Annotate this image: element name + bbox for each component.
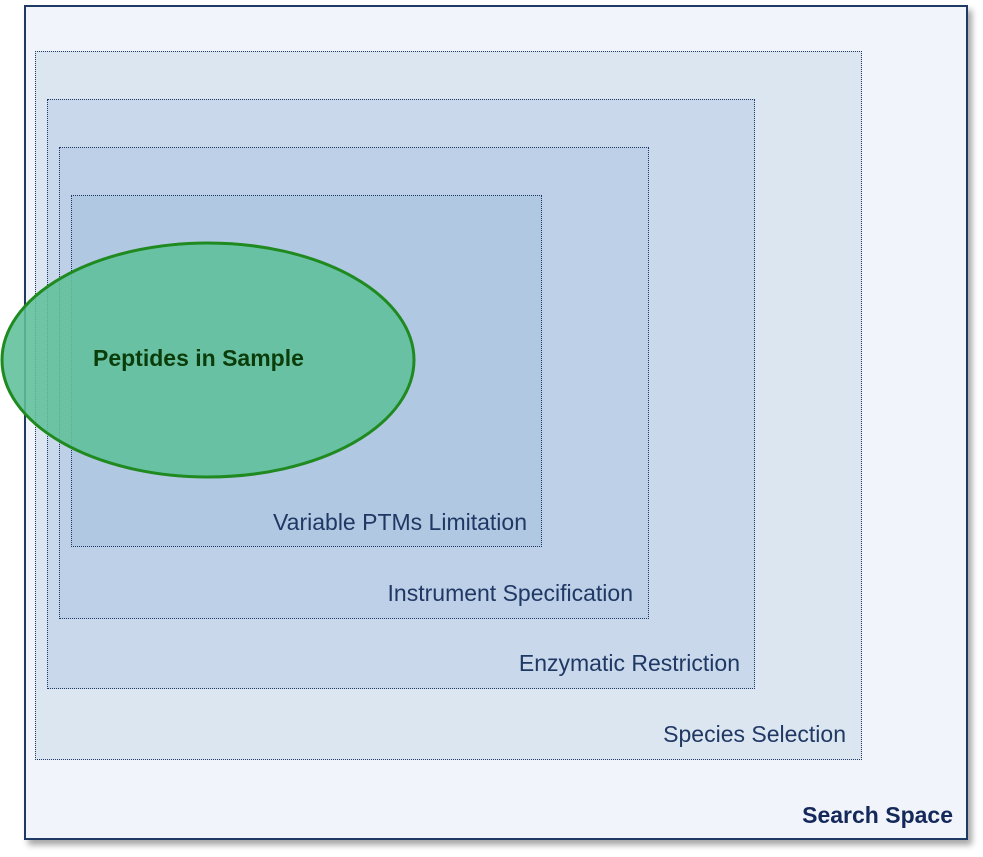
variable-ptms-limitation-label: Variable PTMs Limitation: [273, 509, 527, 535]
instrument-specification-label: Instrument Specification: [387, 580, 633, 606]
species-selection-label: Species Selection: [663, 721, 846, 747]
peptides-in-sample-label: Peptides in Sample: [93, 345, 304, 371]
search-space-label: Search Space: [802, 802, 953, 828]
enzymatic-restriction-label: Enzymatic Restriction: [518, 650, 740, 676]
